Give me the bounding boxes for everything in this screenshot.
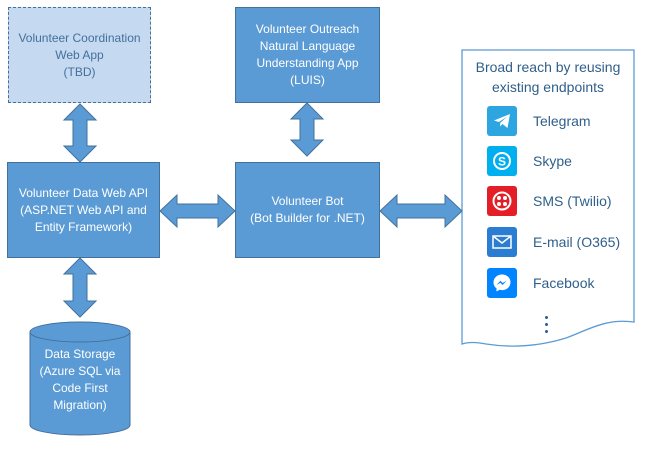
node-label-line: (ASP.NET Web API and — [20, 202, 147, 217]
node-label-line: Volunteer Coordination — [18, 30, 141, 45]
channel-skype: S Skype — [487, 146, 572, 176]
volunteer-bot-node: Volunteer Bot (Bot Builder for .NET) — [235, 162, 380, 258]
channel-label: E-mail (O365) — [533, 234, 621, 250]
skype-icon: S — [487, 146, 517, 176]
coordination-web-app-node: Volunteer Coordination Web App (TBD) — [8, 7, 151, 103]
twilio-icon — [487, 186, 517, 216]
telegram-icon — [487, 106, 517, 136]
node-label-line: Entity Framework) — [34, 219, 133, 234]
node-label-line: Code First — [52, 381, 108, 395]
data-web-api-node: Volunteer Data Web API (ASP.NET Web API … — [7, 162, 160, 258]
channel-email: E-mail (O365) — [487, 227, 620, 257]
arrow-api-to-bot — [159, 193, 236, 229]
channel-label: Telegram — [533, 113, 591, 129]
arrow-app-to-api — [62, 103, 98, 163]
data-storage-node: Data Storage (Azure SQL via Code First M… — [30, 340, 130, 420]
panel-title-line: Broad reach by reusing — [475, 59, 621, 75]
arrow-bot-to-channels — [379, 193, 463, 229]
node-label-line: (LUIS) — [290, 73, 325, 87]
node-label-line: (Azure SQL via — [39, 364, 121, 378]
node-label-line: Volunteer Outreach — [255, 22, 360, 36]
arrow-luis-to-bot — [289, 102, 325, 157]
channel-label: SMS (Twilio) — [533, 193, 612, 209]
node-label-line: Migration) — [53, 398, 107, 412]
node-label-line: Web App — [55, 47, 104, 62]
node-label-line: (TBD) — [63, 64, 96, 79]
node-label-line: Volunteer Data Web API — [18, 185, 149, 200]
messenger-icon — [487, 268, 517, 298]
svg-text:S: S — [498, 155, 506, 169]
arrow-api-to-storage — [62, 257, 98, 318]
node-label-line: Volunteer Bot — [271, 194, 344, 208]
panel-title-line: existing endpoints — [491, 79, 605, 95]
channel-facebook: Facebook — [487, 268, 594, 298]
channel-telegram: Telegram — [487, 106, 591, 136]
node-label-line: Natural Language — [259, 39, 356, 53]
node-label-line: (Bot Builder for .NET) — [250, 211, 365, 225]
channel-twilio: SMS (Twilio) — [487, 186, 612, 216]
node-label-line: Understanding App — [256, 56, 359, 70]
endpoints-panel-title: Broad reach by reusing existing endpoint… — [462, 57, 634, 97]
email-icon — [487, 227, 517, 257]
more-channels-ellipsis — [540, 316, 552, 337]
node-label-line: Data Storage — [44, 347, 116, 361]
data-storage-cylinder — [29, 321, 131, 436]
channel-label: Skype — [533, 153, 572, 169]
outreach-luis-node: Volunteer Outreach Natural Language Unde… — [235, 7, 380, 103]
channel-label: Facebook — [533, 275, 595, 291]
